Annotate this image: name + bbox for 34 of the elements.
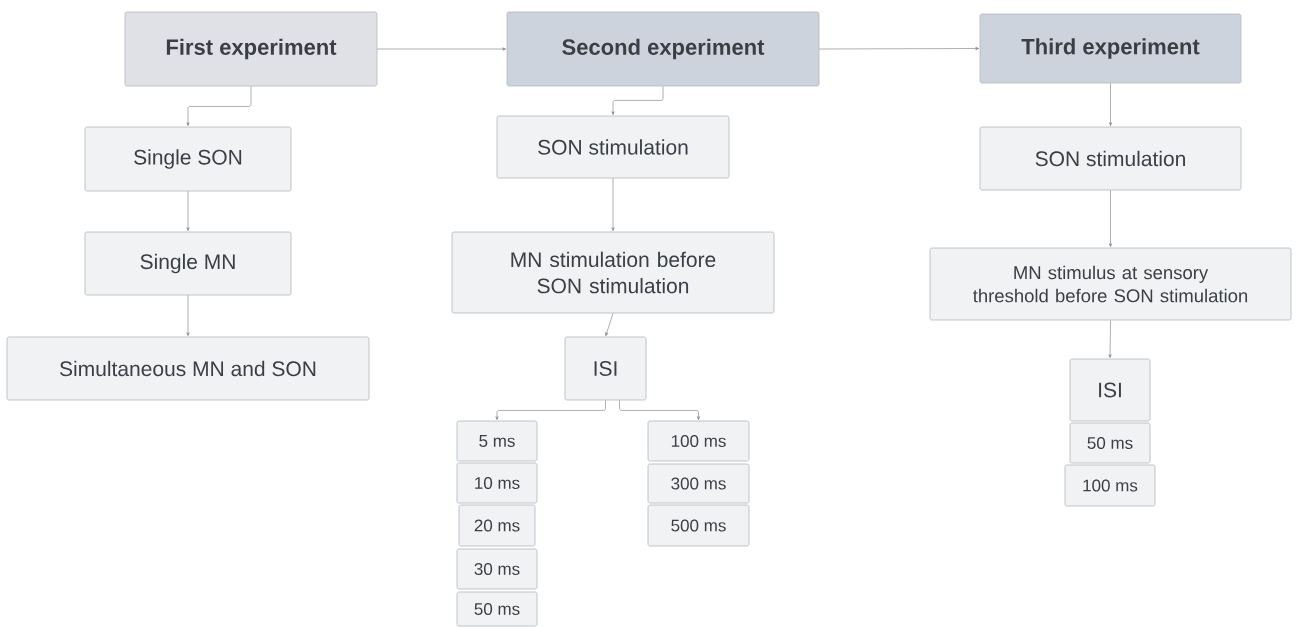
heading-box: Third experiment xyxy=(979,13,1242,84)
arrow xyxy=(495,400,606,420)
arrow xyxy=(186,191,190,231)
value-box: 20 ms xyxy=(458,504,536,547)
value-box: 500 ms xyxy=(647,504,750,547)
value-box: 5 ms xyxy=(456,420,538,462)
arrow xyxy=(186,86,252,126)
arrow xyxy=(1108,83,1113,126)
process-box: MN stimulus at sensory threshold before SON stimulation xyxy=(929,247,1292,321)
value-box: 10 ms xyxy=(456,462,538,504)
process-box: ISI xyxy=(564,336,647,401)
arrow xyxy=(619,400,701,420)
arrow xyxy=(1108,320,1112,358)
value-box: 50 ms xyxy=(1069,422,1151,464)
arrow xyxy=(377,47,506,51)
arrow xyxy=(819,46,979,51)
value-box: 100 ms xyxy=(1064,464,1156,507)
process-box: Single MN xyxy=(84,231,292,296)
heading-box: Second experiment xyxy=(506,11,820,87)
process-box: Simultaneous MN and SON xyxy=(6,336,370,401)
process-box: MN stimulation before SON stimulation xyxy=(451,231,775,314)
process-box: SON stimulation xyxy=(979,126,1242,191)
process-box: ISI xyxy=(1069,358,1151,422)
arrow xyxy=(605,313,614,337)
process-box: SON stimulation xyxy=(496,115,730,179)
arrow xyxy=(186,295,190,336)
arrow xyxy=(1108,190,1113,247)
value-box: 30 ms xyxy=(456,548,538,590)
process-box: Single SON xyxy=(84,126,292,192)
value-box: 300 ms xyxy=(647,463,750,504)
value-box: 50 ms xyxy=(456,591,538,627)
arrow xyxy=(611,178,615,231)
value-box: 100 ms xyxy=(647,420,750,462)
heading-box: First experiment xyxy=(124,11,378,87)
